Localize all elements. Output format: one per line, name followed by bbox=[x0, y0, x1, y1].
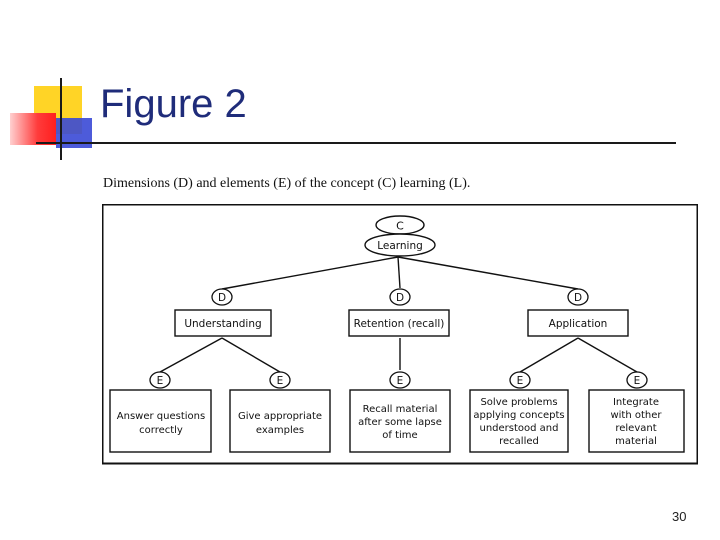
element-tag: E bbox=[634, 375, 641, 387]
element-label-line: Recall material bbox=[363, 404, 438, 415]
element-label-line: recalled bbox=[499, 436, 539, 447]
element-node-integrate-material: E Integrate with other relevant material bbox=[588, 371, 685, 453]
element-label-line: of time bbox=[382, 430, 417, 441]
concept-node: C Learning bbox=[364, 215, 436, 257]
element-label-line: relevant bbox=[615, 423, 656, 434]
dimension-label: Understanding bbox=[184, 318, 261, 330]
element-label-line: correctly bbox=[139, 425, 183, 436]
element-label-line: after some lapse bbox=[358, 417, 442, 428]
element-tag: E bbox=[397, 375, 404, 387]
element-label-line: with other bbox=[610, 410, 662, 421]
page-number: 30 bbox=[672, 509, 687, 524]
title-vertical-rule bbox=[60, 78, 62, 160]
element-label-line: examples bbox=[256, 425, 304, 436]
title-underline bbox=[36, 142, 676, 144]
connector-lines bbox=[159, 256, 638, 373]
element-label-line: applying concepts bbox=[473, 410, 564, 421]
element-node-give-examples: E Give appropriate examples bbox=[229, 371, 331, 453]
concept-tag: C bbox=[396, 220, 404, 233]
dimension-node-understanding: D Understanding bbox=[174, 288, 272, 337]
dimension-label: Retention (recall) bbox=[354, 318, 445, 330]
element-node-recall-material: E Recall material after some lapse of ti… bbox=[349, 371, 451, 453]
dimension-node-retention: D Retention (recall) bbox=[348, 288, 450, 337]
element-tag: E bbox=[157, 375, 164, 387]
concept-hierarchy-diagram: C Learning D Understanding D Retention (… bbox=[102, 204, 698, 465]
element-label-line: Integrate bbox=[613, 397, 659, 408]
element-node-solve-problems: E Solve problems applying concepts under… bbox=[469, 371, 569, 453]
element-tag: E bbox=[517, 375, 524, 387]
element-tag: E bbox=[277, 375, 284, 387]
concept-label: Learning bbox=[377, 240, 423, 252]
decorative-red-bar bbox=[10, 113, 56, 145]
dimension-label: Application bbox=[549, 318, 608, 330]
figure-caption: Dimensions (D) and elements (E) of the c… bbox=[103, 176, 471, 191]
element-label-line: material bbox=[615, 436, 657, 447]
dimension-tag: D bbox=[396, 292, 404, 304]
element-node-answer-questions: E Answer questions correctly bbox=[109, 371, 212, 453]
dimension-tag: D bbox=[574, 292, 582, 304]
element-label-line: Give appropriate bbox=[238, 411, 322, 422]
dimension-node-application: D Application bbox=[527, 288, 629, 337]
element-label-line: understood and bbox=[480, 423, 559, 434]
slide-title: Figure 2 bbox=[100, 82, 247, 126]
element-label-line: Answer questions bbox=[117, 411, 205, 422]
element-label-line: Solve problems bbox=[480, 397, 557, 408]
dimension-tag: D bbox=[218, 292, 226, 304]
